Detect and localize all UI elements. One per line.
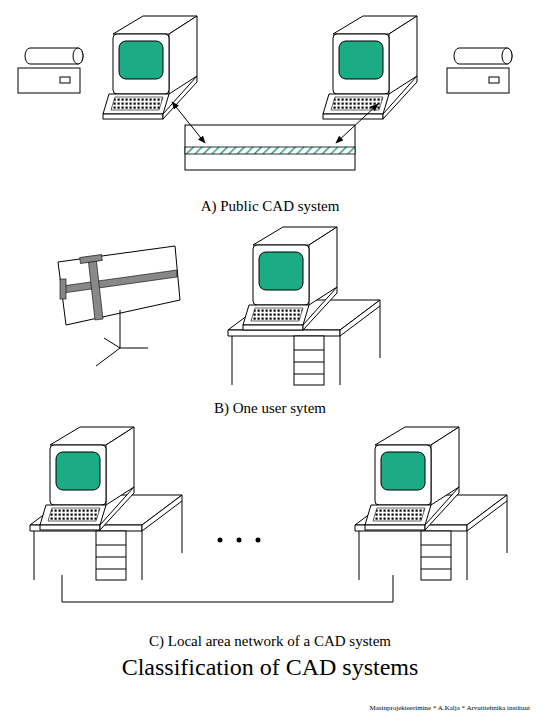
terminal (103, 16, 197, 119)
subfigure-caption: C) Local area network of a CAD system (20, 633, 520, 650)
terminal (323, 16, 417, 119)
subfigure-caption: A) Public CAD system (60, 198, 480, 215)
link-arrow (336, 104, 378, 143)
ellipsis-dot (218, 538, 223, 543)
board-stand (104, 338, 120, 348)
footer-note: Masinprojekteerimine * A.Kalja * Arvutit… (200, 704, 530, 712)
board-stand (96, 348, 120, 366)
subfigure-caption: B) One user sytem (60, 400, 480, 417)
diagram-title: Classification of CAD systems (0, 654, 540, 682)
drawing-board (58, 246, 180, 325)
board-handle (60, 279, 66, 299)
board-handle (80, 254, 103, 263)
terminal (243, 227, 337, 330)
disk-drive (18, 48, 83, 93)
board-bar (62, 270, 177, 293)
hatched-band (185, 147, 355, 154)
ellipsis-dot (256, 538, 261, 543)
ellipsis-dot (237, 538, 242, 543)
board-stand (120, 310, 121, 348)
board-bar (88, 257, 103, 320)
bracket (62, 575, 393, 602)
terminal (40, 427, 134, 530)
disk-drive (447, 48, 512, 93)
central-computer (185, 125, 355, 170)
terminal (365, 427, 459, 530)
board-stand (120, 348, 148, 349)
link-arrow (172, 102, 205, 143)
